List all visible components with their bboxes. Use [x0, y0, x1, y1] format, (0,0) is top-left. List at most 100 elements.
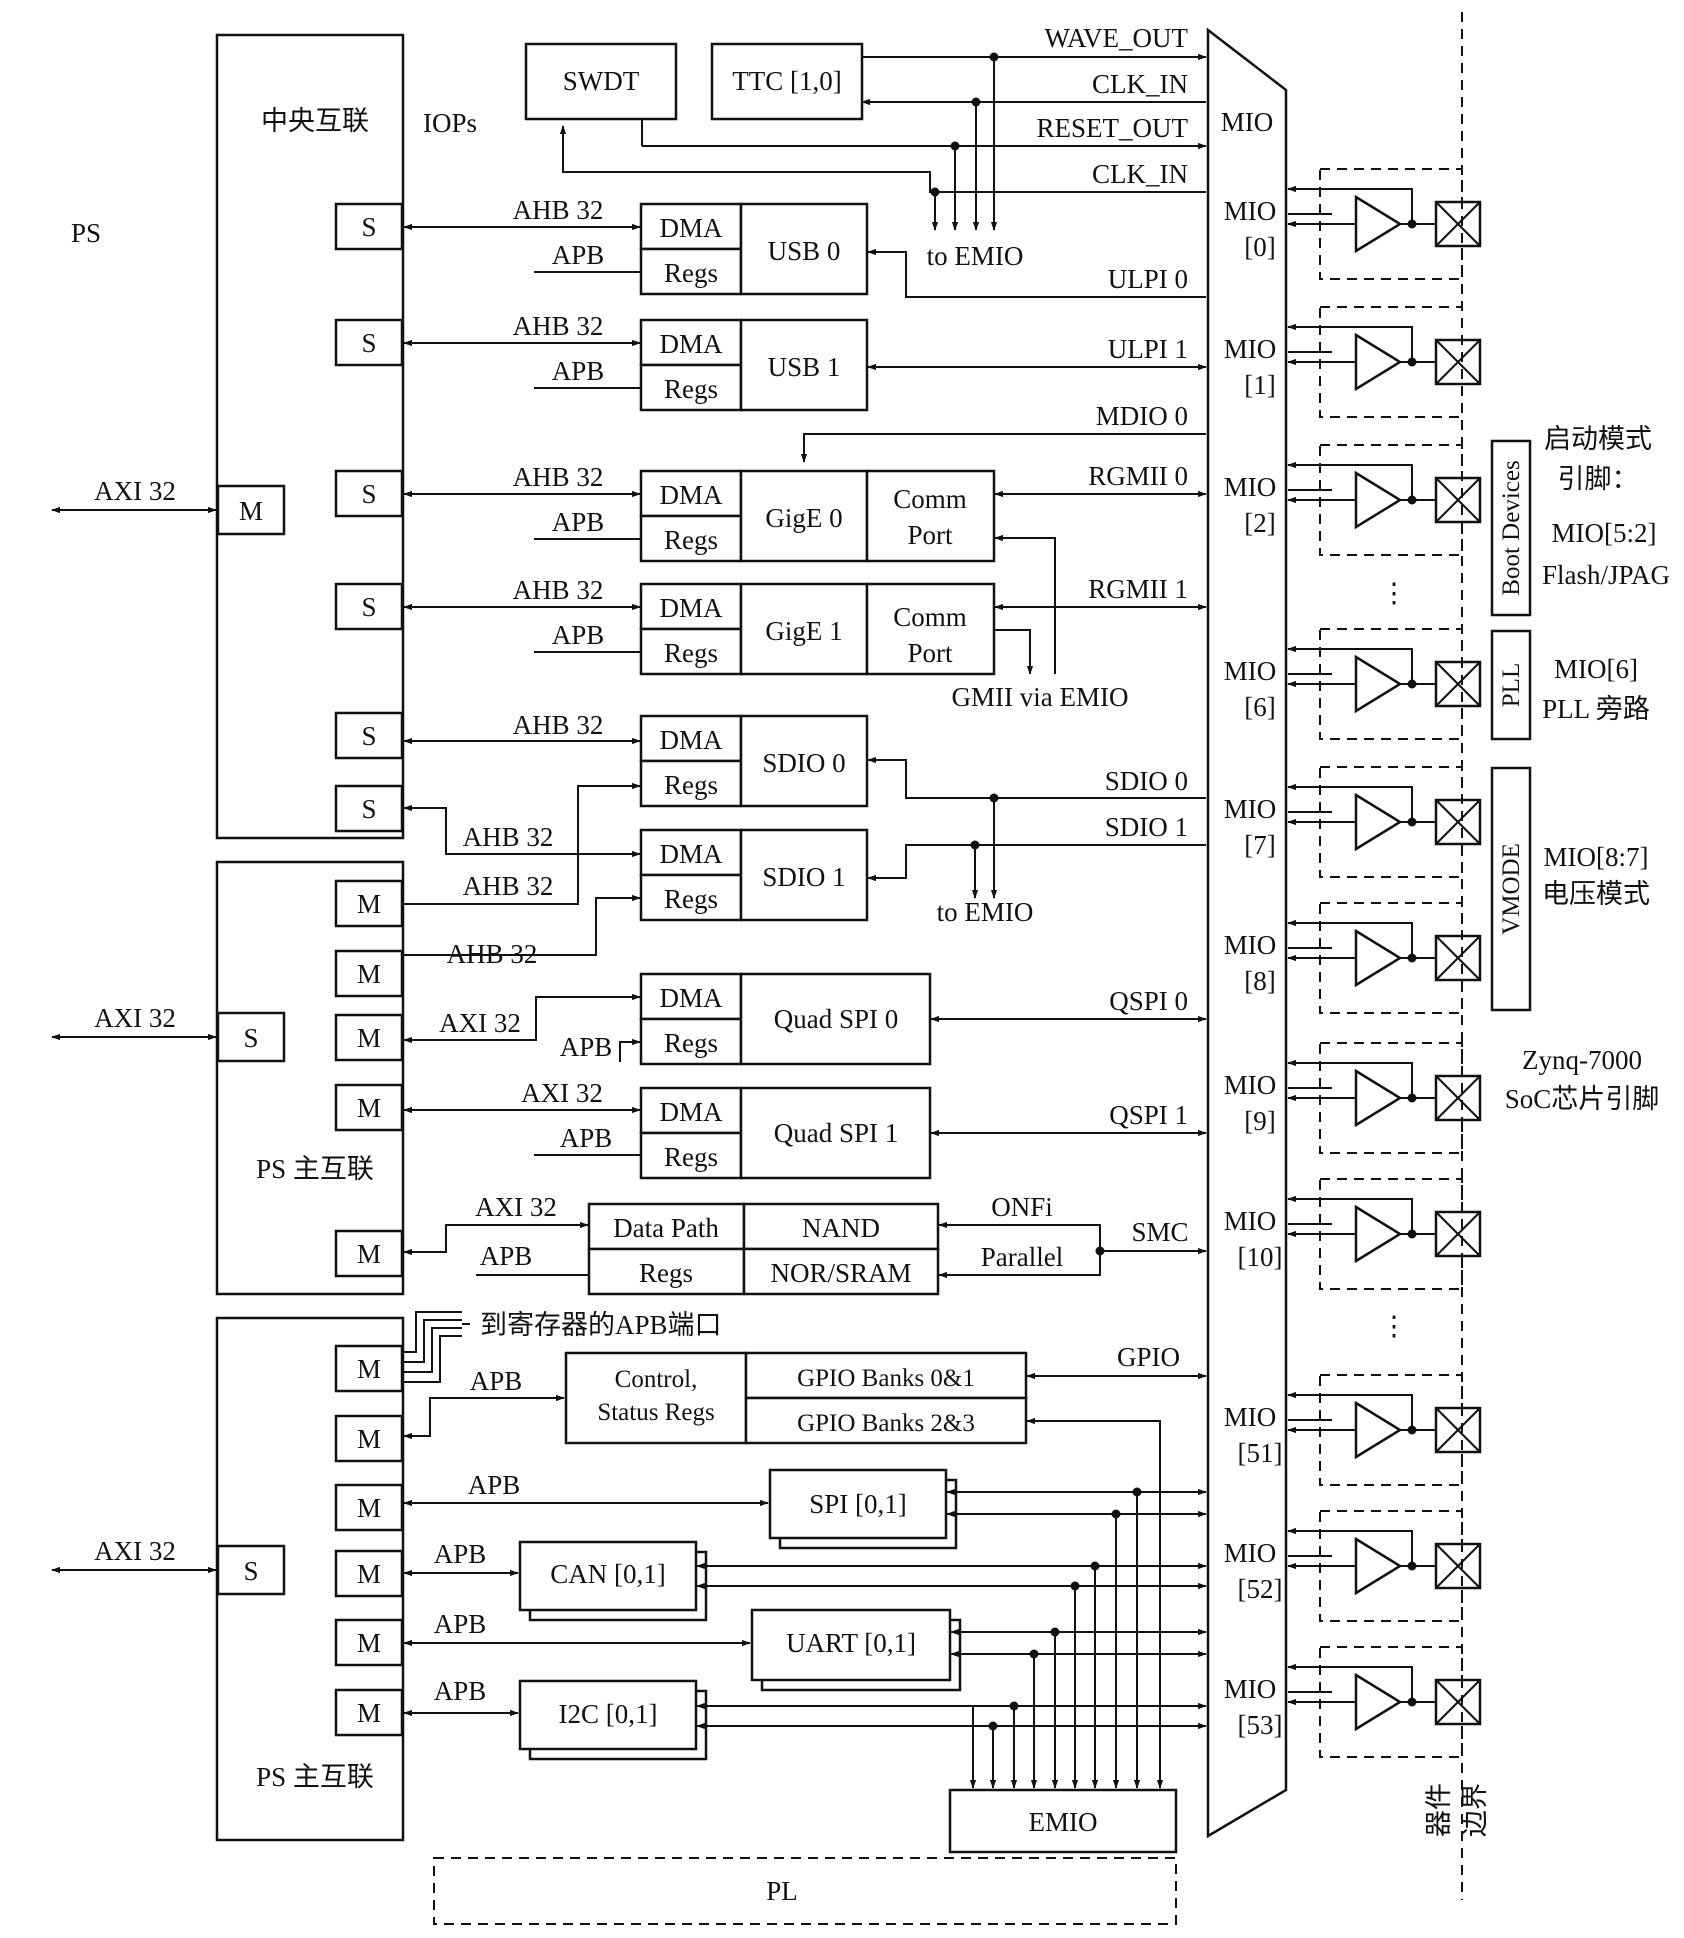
- ahb32-gige1: AHB 32: [513, 575, 604, 605]
- mio-pin-label: MIO: [1224, 930, 1277, 960]
- usb0-group: DMA Regs USB 0: [403, 202, 1206, 298]
- io-buffer-cell: [1287, 1178, 1482, 1290]
- sig-rgmii0: RGMII 0: [1088, 461, 1188, 491]
- qspi1-regs: Regs: [664, 1142, 718, 1172]
- ahb32-m1: AHB 32: [463, 871, 554, 901]
- sig-ulpi0: ULPI 0: [1108, 264, 1188, 294]
- central-master-port: [216, 484, 286, 536]
- ahb32-usb1: AHB 32: [513, 311, 604, 341]
- usb0-regs: Regs: [664, 258, 718, 288]
- mio-pin-index: [10]: [1238, 1242, 1283, 1272]
- sig-rgmii1: RGMII 1: [1088, 574, 1188, 604]
- pl-region: [433, 1857, 1177, 1925]
- ahb32-m2: AHB 32: [447, 939, 538, 969]
- m-port-9-label: M: [357, 1559, 381, 1589]
- apb-i2c: APB: [434, 1676, 487, 1706]
- mio-pin-label: MIO: [1224, 1402, 1277, 1432]
- gmii-via-emio-label: GMII via EMIO: [952, 682, 1129, 712]
- usb1-label: USB 1: [768, 352, 841, 382]
- emio-label: EMIO: [1029, 1807, 1098, 1837]
- apb-gige0: APB: [552, 507, 605, 537]
- mio-pin-label: MIO: [1224, 1206, 1277, 1236]
- apb-gige1: APB: [552, 620, 605, 650]
- gige0-dma: DMA: [659, 480, 723, 510]
- s-port-gige1: [334, 582, 404, 631]
- ellipsis-1: ⋮: [1381, 578, 1408, 608]
- gige0-regs: Regs: [664, 525, 718, 555]
- apb-qspi1: APB: [560, 1123, 613, 1153]
- sig-wave-out: WAVE_OUT: [1045, 23, 1189, 53]
- uart-label: UART [0,1]: [786, 1628, 916, 1658]
- apb-port-regs-label: 到寄存器的APB端口: [480, 1310, 722, 1340]
- io-buffer-cell: [1287, 628, 1482, 740]
- smc-nand: NAND: [802, 1213, 880, 1243]
- apb-uart: APB: [434, 1609, 487, 1639]
- pll-label: PLL: [1498, 663, 1525, 707]
- central-interconnect-label: 中央互联: [261, 106, 369, 136]
- m-port-7-label: M: [357, 1424, 381, 1454]
- io-buffer-cell: [1287, 168, 1482, 280]
- ps-main-interconnect-1: [215, 860, 405, 1296]
- central-master-label: M: [239, 496, 263, 526]
- mio-mux: [1206, 27, 1288, 1839]
- sig-clk-in-1: CLK_IN: [1092, 69, 1188, 99]
- gige0-group: DMA Regs GigE 0 Comm Port: [403, 433, 1207, 674]
- ps-main-interconnect-label-2: PS 主互联: [256, 1762, 374, 1792]
- gige1-regs: Regs: [664, 638, 718, 668]
- io-buffers: [1287, 168, 1482, 1758]
- m-port-3-label: M: [357, 1023, 381, 1053]
- swdt-label: SWDT: [563, 66, 640, 96]
- pll-box: [1490, 629, 1532, 741]
- sig-gpio: GPIO: [1117, 1342, 1180, 1372]
- io-buffer-cell: [1287, 1510, 1482, 1622]
- gpio-banks-01: GPIO Banks 0&1: [797, 1365, 975, 1392]
- ahb32-usb0: AHB 32: [513, 195, 604, 225]
- axi32-label-3: AXI 32: [94, 1536, 176, 1566]
- mio-pin-index: [1]: [1244, 370, 1275, 400]
- m-port-8: [334, 1483, 404, 1532]
- axi32-qspi1: AXI 32: [521, 1078, 603, 1108]
- smc-nor-sram: NOR/SRAM: [770, 1258, 911, 1288]
- m-port-1: [334, 879, 404, 928]
- io-buffer-cell: [1287, 1374, 1482, 1486]
- swdt-block: [524, 42, 678, 121]
- sig-ulpi1: ULPI 1: [1108, 334, 1188, 364]
- serial-peripherals: SPI [0,1] CAN [0,1] UART [0,1] I2C [0,1]: [403, 1468, 1207, 1789]
- boot-note-1: 启动模式: [1544, 424, 1652, 454]
- usb0-dma: DMA: [659, 213, 723, 243]
- sig-smc: SMC: [1131, 1217, 1188, 1247]
- io-buffer-cell: [1287, 1646, 1482, 1758]
- io-buffer-cell: [1287, 306, 1482, 418]
- m-port-5-label: M: [357, 1239, 381, 1269]
- m-port-4-label: M: [357, 1093, 381, 1123]
- sig-onfi: ONFi: [991, 1192, 1053, 1222]
- m-port-10: [334, 1618, 404, 1667]
- ellipsis-2: ⋮: [1381, 1311, 1408, 1341]
- usb1-dma: DMA: [659, 329, 723, 359]
- sdio1-dma: DMA: [659, 839, 723, 869]
- apb-smc: APB: [480, 1241, 533, 1271]
- qspi0-label: Quad SPI 0: [774, 1004, 899, 1034]
- sig-reset-out: RESET_OUT: [1037, 113, 1189, 143]
- axi32-smc: AXI 32: [475, 1192, 557, 1222]
- usb0-label: USB 0: [768, 236, 841, 266]
- qspi0-regs: Regs: [664, 1028, 718, 1058]
- usb1-group: DMA Regs USB 1: [403, 318, 1207, 412]
- gpio-status-regs: Status Regs: [597, 1399, 714, 1426]
- sdio0-regs: Regs: [664, 770, 718, 800]
- gige1-dma: DMA: [659, 593, 723, 623]
- to-emio-label-2: to EMIO: [937, 897, 1034, 927]
- m-port-6-label: M: [357, 1354, 381, 1384]
- sdio1-label: SDIO 1: [762, 862, 845, 892]
- gige0-label: GigE 0: [765, 503, 842, 533]
- ttc-block: [710, 42, 864, 121]
- iops-label: IOPs: [423, 108, 477, 138]
- m-port-1-label: M: [357, 889, 381, 919]
- device-boundary-label-2: 边界: [1460, 1783, 1490, 1837]
- chip-note-2: SoC芯片引脚: [1505, 1084, 1660, 1114]
- m-port-6: [334, 1344, 404, 1393]
- usb1-regs: Regs: [664, 374, 718, 404]
- qspi0-dma: DMA: [659, 983, 723, 1013]
- mio-pin-index: [52]: [1238, 1574, 1283, 1604]
